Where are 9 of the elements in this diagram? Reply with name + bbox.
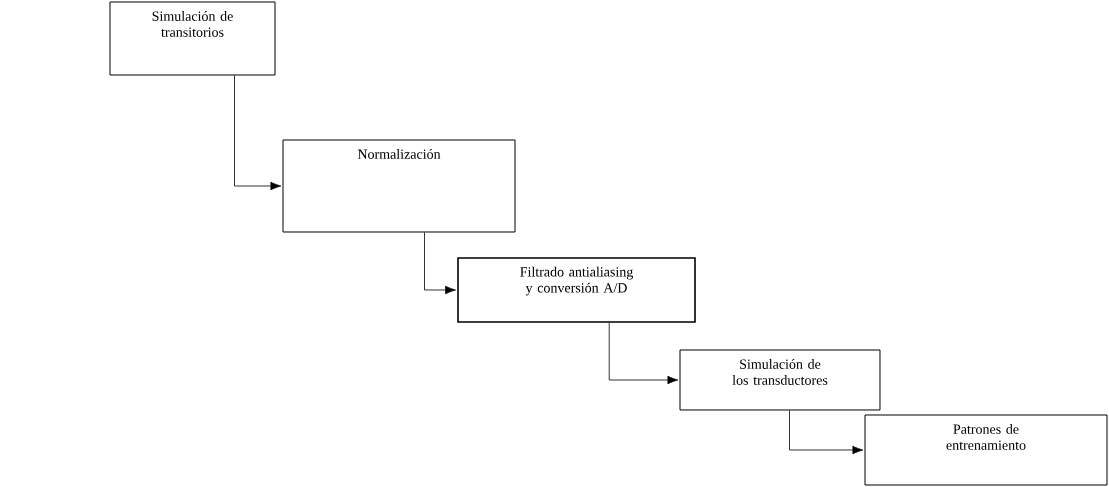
arrow — [424, 232, 456, 295]
arrow — [608, 322, 679, 385]
process-box: Patrones de entrenamiento — [864, 414, 1108, 486]
process-box: Simulación de los transductores — [679, 349, 881, 411]
process-box: Filtrado antialiasing y conversión A/D — [457, 257, 696, 323]
arrow — [789, 410, 864, 455]
process-box: Normalización — [282, 139, 516, 233]
process-box: Simulación de transitorios — [109, 1, 276, 76]
arrow — [234, 75, 282, 191]
